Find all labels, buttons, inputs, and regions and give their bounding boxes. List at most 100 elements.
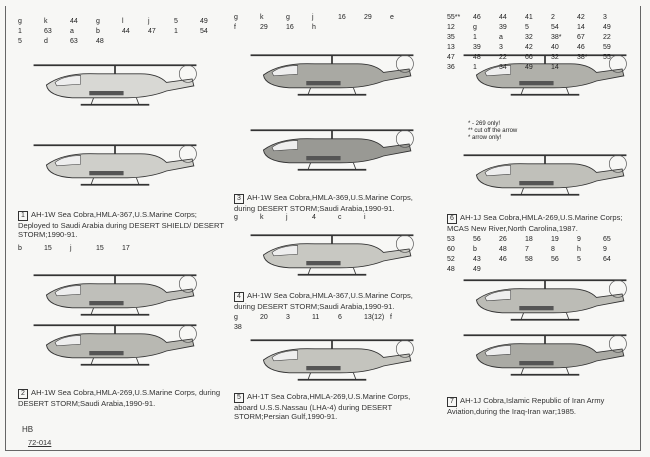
decal-callout-label: 4 xyxy=(312,214,316,221)
decal-callout-label: b xyxy=(18,245,22,252)
decal-callout-label: 1 xyxy=(174,28,178,35)
decal-callout-label: 6 xyxy=(338,314,342,321)
decal-callout-label: 54 xyxy=(551,24,559,31)
decal-callout-label: 18 xyxy=(525,236,533,243)
caption-text: AH-1W Sea Cobra,HMLA-269,U.S.Marine Corp… xyxy=(18,388,221,408)
decal-callout-label: 5 xyxy=(18,38,22,45)
note: * arrow only! xyxy=(468,135,502,141)
decal-callout-label: h xyxy=(312,24,316,31)
decal-callout-label: 48 xyxy=(447,266,455,273)
decal-callout-label: 48 xyxy=(96,38,104,45)
decal-callout-label: 7 xyxy=(525,246,529,253)
decal-callout-label: 35 xyxy=(447,34,455,41)
decal-callout-label: 38* xyxy=(577,54,588,61)
decal-callout-label: 5 xyxy=(525,24,529,31)
scheme-number: 4 xyxy=(234,292,244,302)
helicopter-profile-drawing xyxy=(232,330,432,395)
decal-callout-label: k xyxy=(44,18,48,25)
scheme-number: 2 xyxy=(18,389,28,399)
decal-callout-label: 22 xyxy=(499,54,507,61)
decal-callout-label: 56 xyxy=(551,256,559,263)
decal-callout-label: 14 xyxy=(577,24,585,31)
decal-callout-label: 54 xyxy=(200,28,208,35)
decal-callout-label: 32 xyxy=(551,54,559,61)
decal-callout-label: 39 xyxy=(499,24,507,31)
decal-callout-label: 63 xyxy=(70,38,78,45)
caption-text: AH-1J Cobra,Islamic Republic of Iran Arm… xyxy=(447,396,605,416)
decal-callout-label: j xyxy=(148,18,150,25)
decal-callout-label: 32 xyxy=(525,34,533,41)
helicopter-profile-drawing xyxy=(232,225,432,290)
decal-callout-label: 38 xyxy=(234,324,242,331)
product-code: 72-014 xyxy=(28,438,52,447)
helicopter-profile-drawing xyxy=(232,120,432,185)
decal-callout-label: g xyxy=(234,314,238,321)
decal-callout-label: 14 xyxy=(551,64,559,71)
decal-callout-label: 20 xyxy=(260,314,268,321)
decal-callout-label: 44 xyxy=(122,28,130,35)
decal-callout-label: 49 xyxy=(473,266,481,273)
decal-callout-label: 59 xyxy=(603,44,611,51)
scheme-number: 6 xyxy=(447,214,457,224)
decal-callout-label: i xyxy=(364,214,366,221)
decal-callout-label: 13(12) xyxy=(364,314,385,321)
sheet-border xyxy=(5,6,641,451)
decal-callout-label: 48 xyxy=(499,246,507,253)
decal-callout-label: 5 xyxy=(174,18,178,25)
decal-callout-label: 16 xyxy=(338,14,346,21)
decal-callout-label: 13 xyxy=(447,44,455,51)
decal-callout-label: 29 xyxy=(260,24,268,31)
decal-callout-label: 19 xyxy=(551,236,559,243)
decal-callout-label: 42 xyxy=(525,44,533,51)
decal-callout-label: g xyxy=(18,18,22,25)
decal-callout-label: f xyxy=(234,24,236,31)
decal-callout-label: l xyxy=(122,18,124,25)
scheme-number: 5 xyxy=(234,393,244,403)
decal-callout-label: 5 xyxy=(577,256,581,263)
decal-callout-label: g xyxy=(286,14,290,21)
decal-callout-label: 46 xyxy=(473,14,481,21)
decal-callout-label: 29 xyxy=(364,14,372,21)
decal-callout-label: g xyxy=(473,24,477,31)
decal-callout-label: a xyxy=(70,28,74,35)
caption-text: AH-1W Sea Cobra,HMLA-367,U.S.Marine Corp… xyxy=(18,210,224,239)
decal-callout-label: 49 xyxy=(200,18,208,25)
decal-callout-label: f xyxy=(390,314,392,321)
decal-callout-label: k xyxy=(260,14,264,21)
decal-callout-label: 42 xyxy=(577,14,585,21)
decal-callout-label: 40 xyxy=(551,44,559,51)
decal-callout-label: g xyxy=(234,214,238,221)
decal-callout-label: e xyxy=(390,14,394,21)
decal-callout-label: j xyxy=(312,14,314,21)
decal-callout-label: b xyxy=(473,246,477,253)
decal-notes: * - 269 only! ** cut off the arrow * arr… xyxy=(468,121,517,142)
decal-callout-label: 17 xyxy=(122,245,130,252)
helicopter-profile-drawing xyxy=(445,325,645,390)
helicopter-profile-drawing xyxy=(15,135,215,200)
caption-text: AH-1T Sea Cobra,HMLA-269,U.S.Marine Corp… xyxy=(234,392,411,421)
helicopter-profile-drawing xyxy=(15,315,215,380)
helicopter-profile-drawing xyxy=(15,55,215,120)
decal-callout-label: 3 xyxy=(286,314,290,321)
decal-callout-label: 38* xyxy=(551,34,562,41)
scheme-number: 1 xyxy=(18,211,28,221)
decal-callout-label: 44 xyxy=(70,18,78,25)
decal-callout-label: 49 xyxy=(603,24,611,31)
decal-callout-label: 9 xyxy=(577,236,581,243)
decal-callout-label: 39 xyxy=(473,44,481,51)
decal-callout-label: 48 xyxy=(473,54,481,61)
caption-text: AH-1W Sea Cobra,HMLA-369,U.S.Marine Corp… xyxy=(234,193,413,213)
decal-callout-label: 65 xyxy=(603,236,611,243)
decal-callout-label: 1 xyxy=(18,28,22,35)
decal-callout-label: b xyxy=(96,28,100,35)
note: * - 269 only! xyxy=(468,121,501,127)
decal-callout-label: 2 xyxy=(551,14,555,21)
helicopter-profile-drawing xyxy=(445,270,645,335)
helicopter-profile-drawing xyxy=(232,45,432,110)
